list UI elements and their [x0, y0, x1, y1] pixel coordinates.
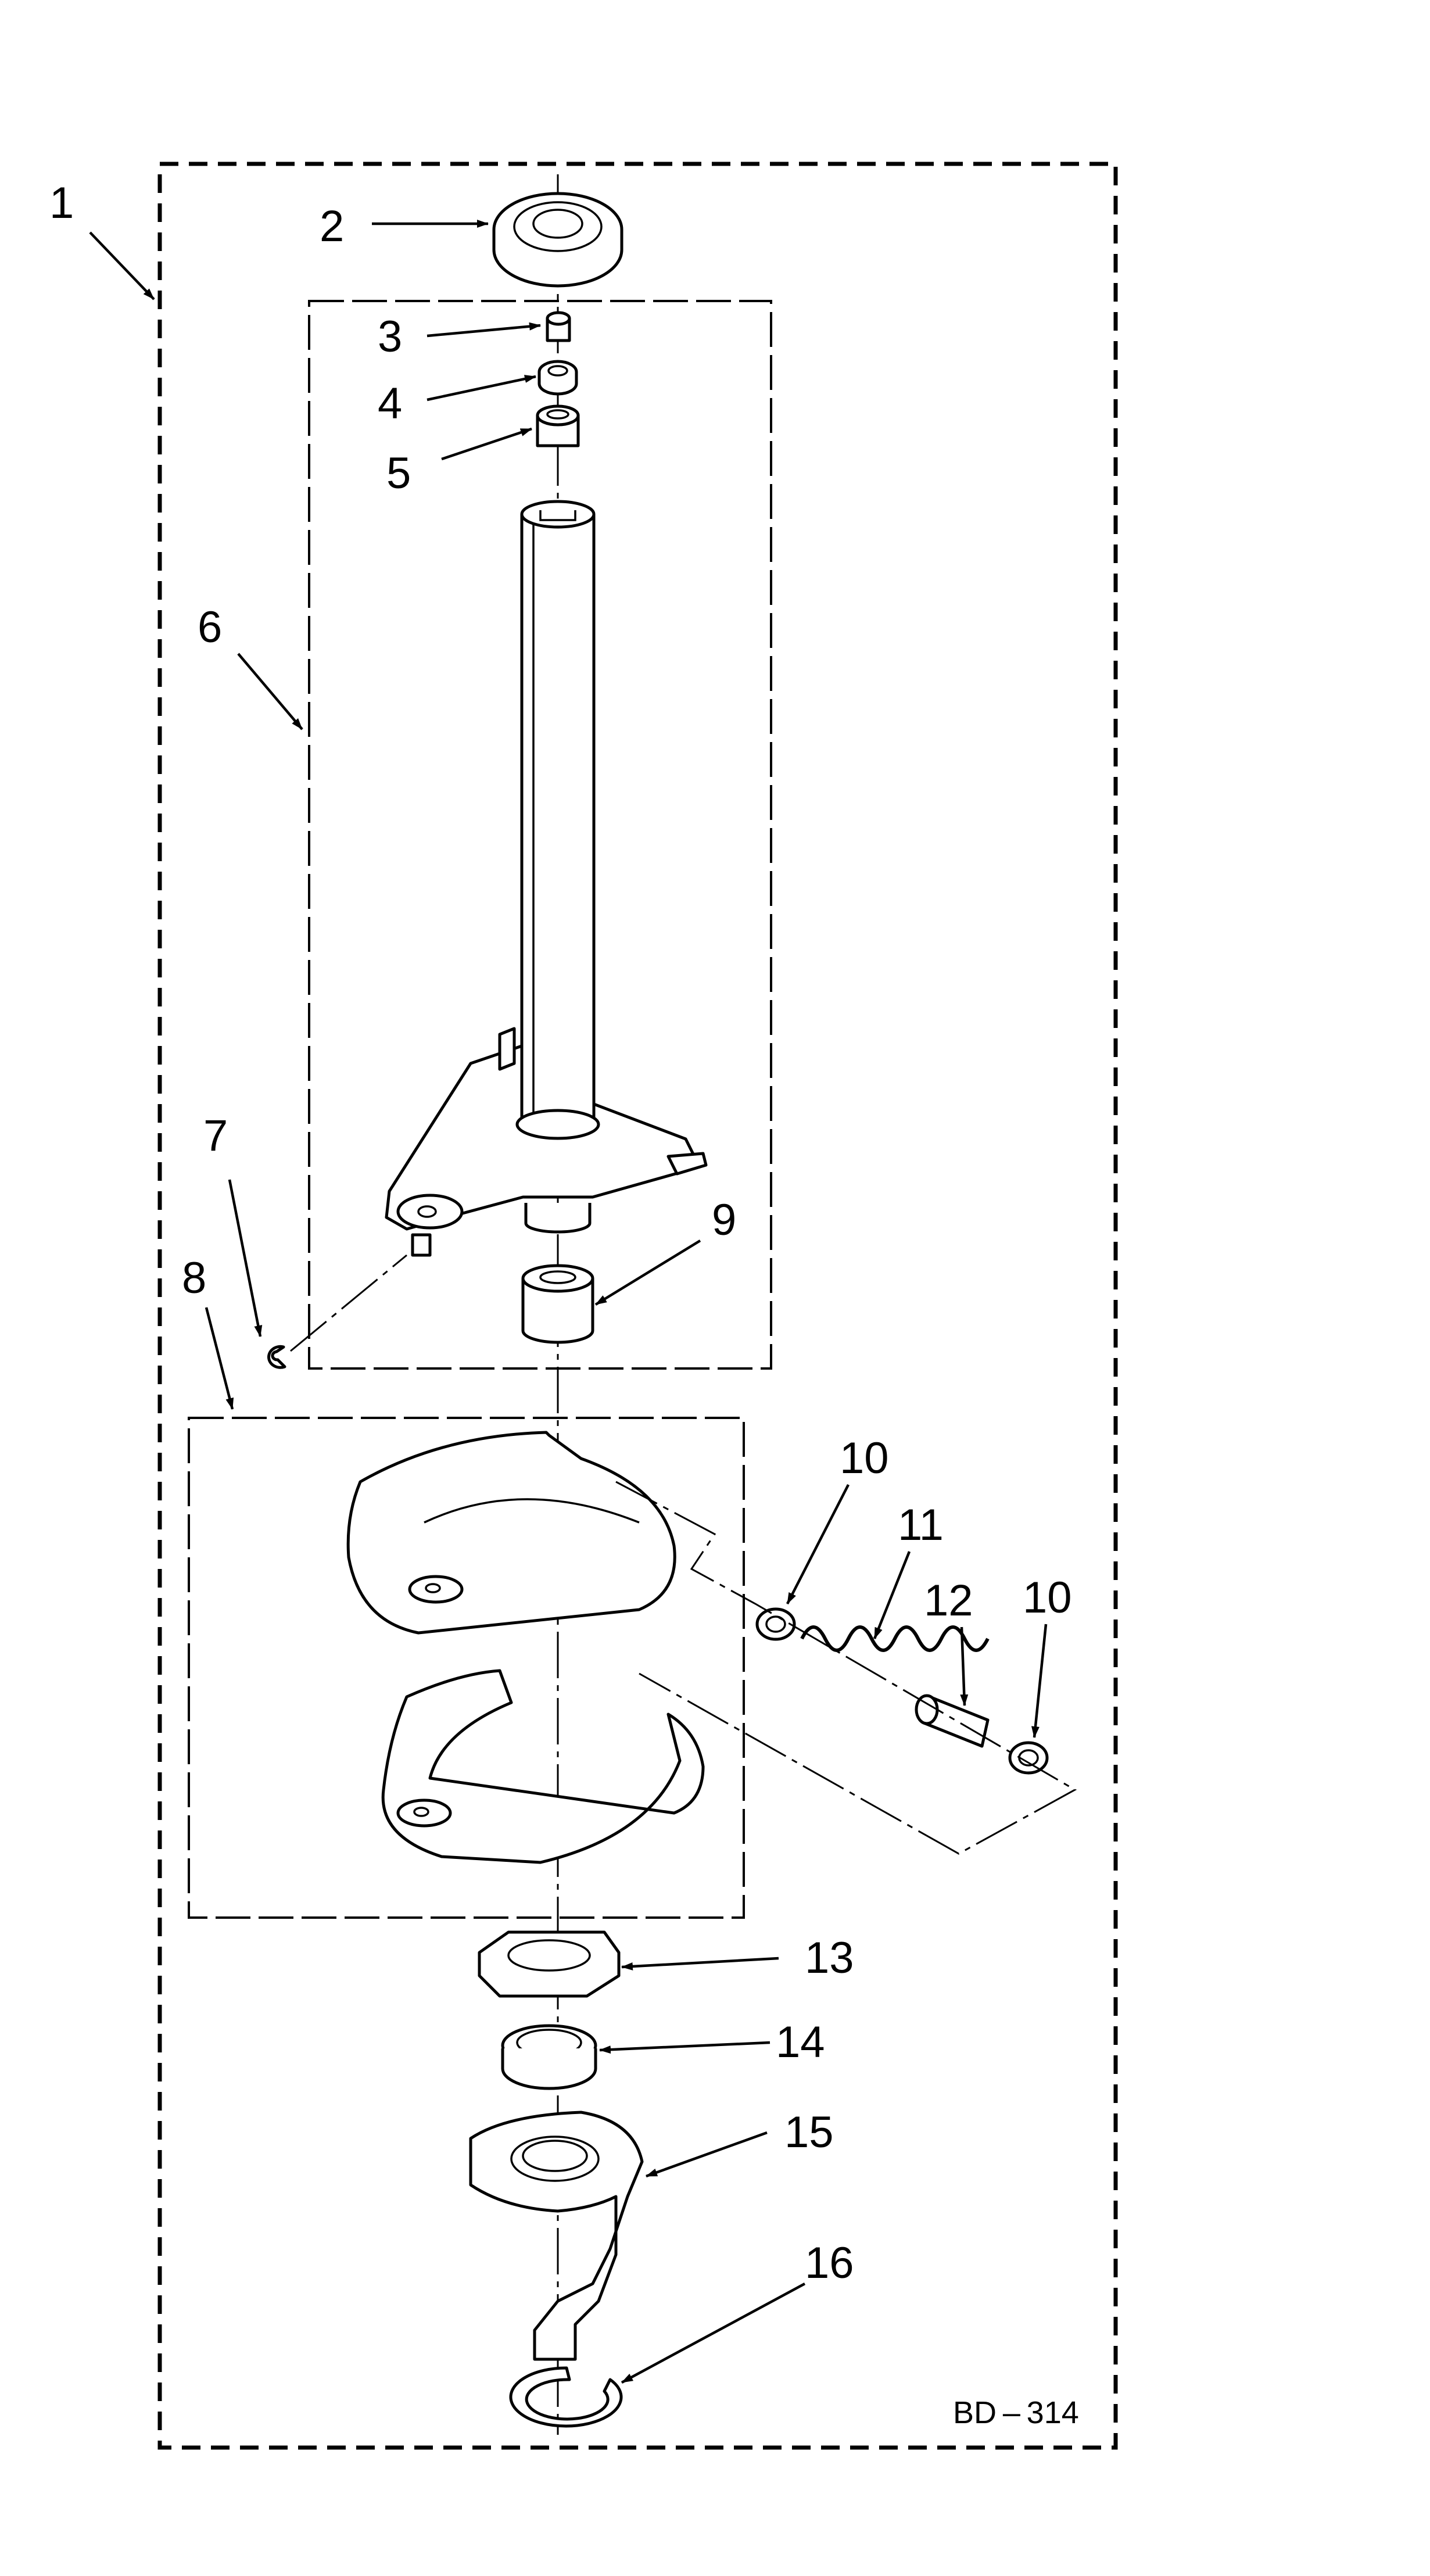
part-15-actuator [469, 2111, 644, 2361]
callout-13: 13 [805, 1933, 854, 1983]
callout-14: 14 [776, 2018, 825, 2067]
assembly-1-outline [157, 162, 1118, 2450]
callout-2: 2 [320, 202, 344, 251]
callout-10-right: 10 [1023, 1573, 1072, 1622]
callout-11: 11 [898, 1500, 944, 1550]
callout-6: 6 [198, 603, 222, 652]
part-12-pin [915, 1694, 990, 1748]
assembly-6-outline [308, 300, 772, 1370]
part-2-seal [492, 192, 623, 288]
part-16-snap-ring [509, 2366, 623, 2428]
part-13-retainer [478, 1930, 621, 1998]
part-8-brake-shoe-upper [346, 1431, 676, 1635]
part-14-ring [501, 2024, 597, 2090]
part-9-bushing [521, 1264, 594, 1344]
callout-5: 5 [386, 449, 411, 498]
diagram-code: BD – 314 [953, 2395, 1079, 2430]
part-6-tube-assembly [385, 500, 708, 1257]
callout-15: 15 [784, 2108, 834, 2157]
part-5-bearing [536, 404, 580, 447]
part-8-brake-shoe-lower [381, 1669, 705, 1864]
callout-8: 8 [182, 1253, 206, 1303]
part-11-spring [800, 1625, 990, 1652]
callout-12: 12 [924, 1576, 973, 1625]
spring-assembly-guide [615, 1481, 1077, 1855]
callout-7: 7 [203, 1111, 228, 1160]
part-3-bushing [546, 311, 571, 342]
callout-4: 4 [378, 379, 402, 428]
part-4-washer [537, 360, 578, 396]
assembly-8-outline [188, 1417, 745, 1919]
callout-3: 3 [378, 312, 402, 361]
callout-16: 16 [805, 2238, 854, 2288]
leader-lines [89, 220, 1048, 2384]
part-10-washer-left [755, 1607, 796, 1641]
part-7-clip [267, 1254, 407, 1369]
callout-labels: 1 2 3 4 5 6 7 8 9 10 11 12 10 13 14 15 1… [49, 178, 1072, 2288]
callout-9: 9 [712, 1195, 736, 1245]
callout-10-left: 10 [840, 1434, 889, 1483]
callout-1: 1 [49, 178, 74, 228]
part-10-washer-right [1008, 1741, 1049, 1775]
